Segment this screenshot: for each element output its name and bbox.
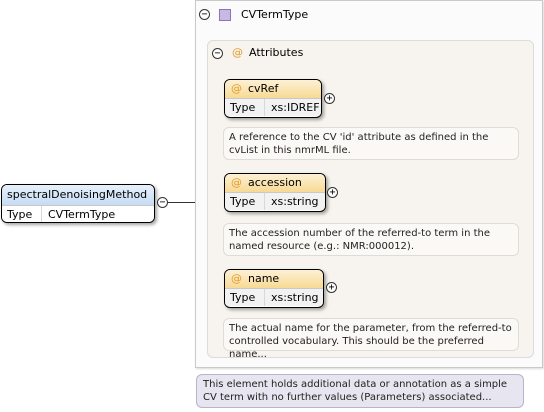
collapse-icon[interactable]: −	[157, 197, 168, 208]
attribute-header: @ name	[225, 270, 323, 288]
attribute-type-row: Type xs:string	[225, 192, 325, 210]
attribute-icon: @	[231, 82, 242, 95]
attribute-box-name[interactable]: @ name Type xs:string	[224, 269, 324, 308]
attribute-doc-accession: The accession number of the referred-to …	[223, 223, 519, 256]
expand-icon[interactable]: +	[326, 282, 337, 293]
attribute-type-key: Type	[225, 99, 265, 116]
collapse-icon[interactable]: −	[199, 9, 210, 20]
attribute-icon: @	[232, 46, 243, 59]
root-element-type-value: CVTermType	[48, 208, 116, 221]
attribute-doc-cvref: A reference to the CV 'id' attribute as …	[223, 127, 519, 160]
attribute-doc-name: The actual name for the parameter, from …	[223, 318, 519, 360]
complex-type-name: CVTermType	[241, 8, 309, 21]
expand-icon[interactable]: +	[327, 187, 338, 198]
root-element-type-key: Type	[2, 206, 42, 222]
attribute-type-row: Type xs:string	[225, 288, 323, 306]
attribute-header: @ cvRef	[225, 80, 321, 98]
collapse-icon[interactable]: −	[212, 48, 223, 59]
complex-type-icon	[219, 9, 231, 21]
attribute-name: cvRef	[248, 82, 279, 95]
expand-icon[interactable]: +	[324, 93, 335, 104]
attribute-box-accession[interactable]: @ accession Type xs:string	[224, 173, 326, 212]
attribute-type-value: xs:IDREF	[271, 101, 320, 114]
attribute-box-cvref[interactable]: @ cvRef Type xs:IDREF	[224, 79, 322, 118]
attribute-name: name	[248, 272, 280, 285]
attribute-type-value: xs:string	[271, 291, 319, 304]
attribute-type-value: xs:string	[271, 195, 319, 208]
root-element-name: spectralDenoisingMethod	[2, 185, 154, 205]
connector-line	[168, 202, 195, 203]
attribute-icon: @	[231, 176, 242, 189]
attribute-type-key: Type	[225, 193, 265, 210]
attribute-icon: @	[231, 272, 242, 285]
attribute-type-row: Type xs:IDREF	[225, 98, 321, 116]
attribute-type-key: Type	[225, 289, 265, 306]
attribute-header: @ accession	[225, 174, 325, 192]
complex-type-doc: This element holds additional data or an…	[196, 374, 524, 408]
attribute-name: accession	[248, 176, 302, 189]
root-element-type-row: Type CVTermType	[2, 205, 154, 222]
root-element-box[interactable]: spectralDenoisingMethod Type CVTermType	[1, 184, 155, 223]
attributes-label: Attributes	[249, 46, 304, 59]
